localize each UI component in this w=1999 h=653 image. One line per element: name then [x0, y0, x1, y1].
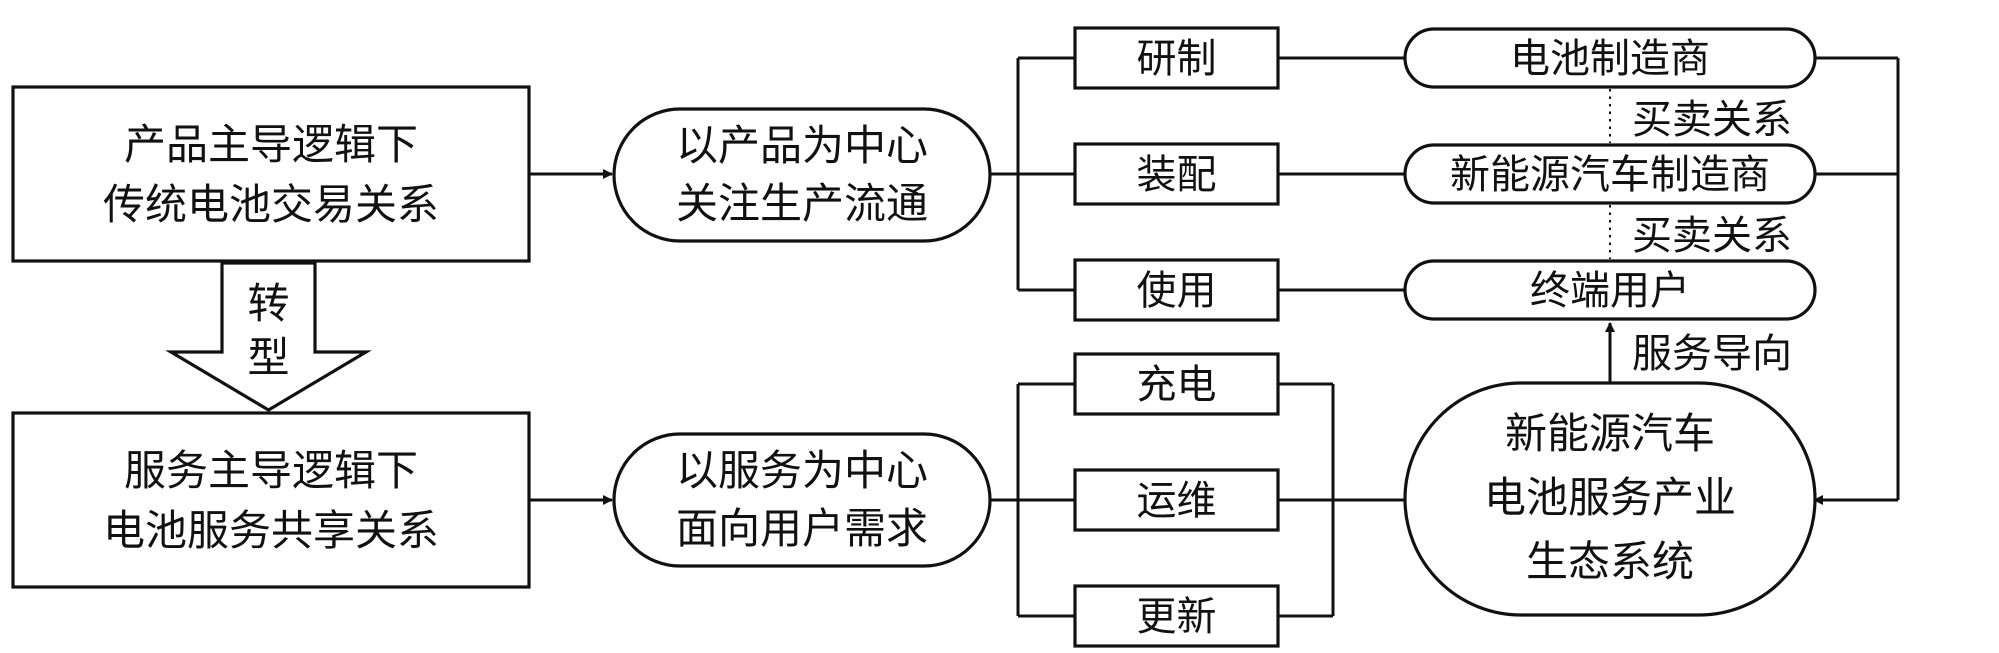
stage-maintenance-label: 运维 [1137, 478, 1217, 524]
service-relation-line2: 电池服务共享关系 [103, 506, 439, 555]
buy-sell-label-2: 买卖关系 [1632, 213, 1792, 259]
traditional-relation-box: 产品主导逻辑下 传统电池交易关系 [11, 85, 531, 263]
stage-usage-label: 使用 [1137, 268, 1217, 314]
service-center-line2: 面向用户需求 [676, 504, 928, 553]
service-relation-box: 服务主导逻辑下 电池服务共享关系 [11, 411, 531, 589]
traditional-relation-line2: 传统电池交易关系 [103, 180, 439, 229]
stage-charging-label: 充电 [1137, 362, 1217, 408]
stage-assembly: 装配 [1073, 142, 1280, 206]
end-user-label: 终端用户 [1530, 268, 1690, 314]
buy-sell-label-1: 买卖关系 [1632, 97, 1792, 143]
top-branch-connectors [990, 56, 1075, 292]
bottom-stages-to-ecosystem [1278, 382, 1405, 618]
ecosystem-line2: 电池服务产业 [1484, 473, 1736, 522]
ecosystem-line1: 新能源汽车 [1505, 409, 1715, 458]
stage-maintenance: 运维 [1073, 468, 1280, 532]
ecosystem-line3: 生态系统 [1526, 537, 1694, 586]
bottom-branch-connectors [990, 382, 1075, 618]
transform-label-char2: 型 [247, 333, 289, 382]
ev-manufacturer-label: 新能源汽车制造商 [1450, 152, 1770, 198]
battery-manufacturer-label: 电池制造商 [1510, 36, 1710, 82]
stage-assembly-label: 装配 [1137, 152, 1217, 198]
stage-charging: 充电 [1073, 352, 1280, 416]
ecosystem-node: 新能源汽车 电池服务产业 生态系统 [1403, 381, 1817, 617]
service-oriented-label: 服务导向 [1632, 331, 1792, 377]
actors-to-ecosystem-collector [1813, 56, 1900, 505]
product-center-line1: 以产品为中心 [676, 121, 928, 170]
battery-manufacturer-node: 电池制造商 [1403, 27, 1817, 89]
service-center-line1: 以服务为中心 [676, 446, 928, 495]
traditional-relation-line1: 产品主导逻辑下 [124, 120, 418, 169]
stage-renewal: 更新 [1073, 584, 1280, 648]
product-center-line2: 关注生产流通 [676, 179, 928, 228]
service-center-node: 以服务为中心 面向用户需求 [612, 432, 992, 568]
stage-research-label: 研制 [1137, 36, 1217, 82]
stage-usage: 使用 [1073, 258, 1280, 322]
stage-research: 研制 [1073, 26, 1280, 90]
end-user-node: 终端用户 [1403, 259, 1817, 321]
ev-manufacturer-node: 新能源汽车制造商 [1403, 143, 1817, 205]
product-center-node: 以产品为中心 关注生产流通 [612, 107, 992, 243]
transform-label-char1: 转 [247, 279, 289, 328]
stage-renewal-label: 更新 [1137, 594, 1217, 640]
transform-arrow: 转 型 [165, 261, 372, 412]
service-relation-line1: 服务主导逻辑下 [124, 446, 418, 495]
